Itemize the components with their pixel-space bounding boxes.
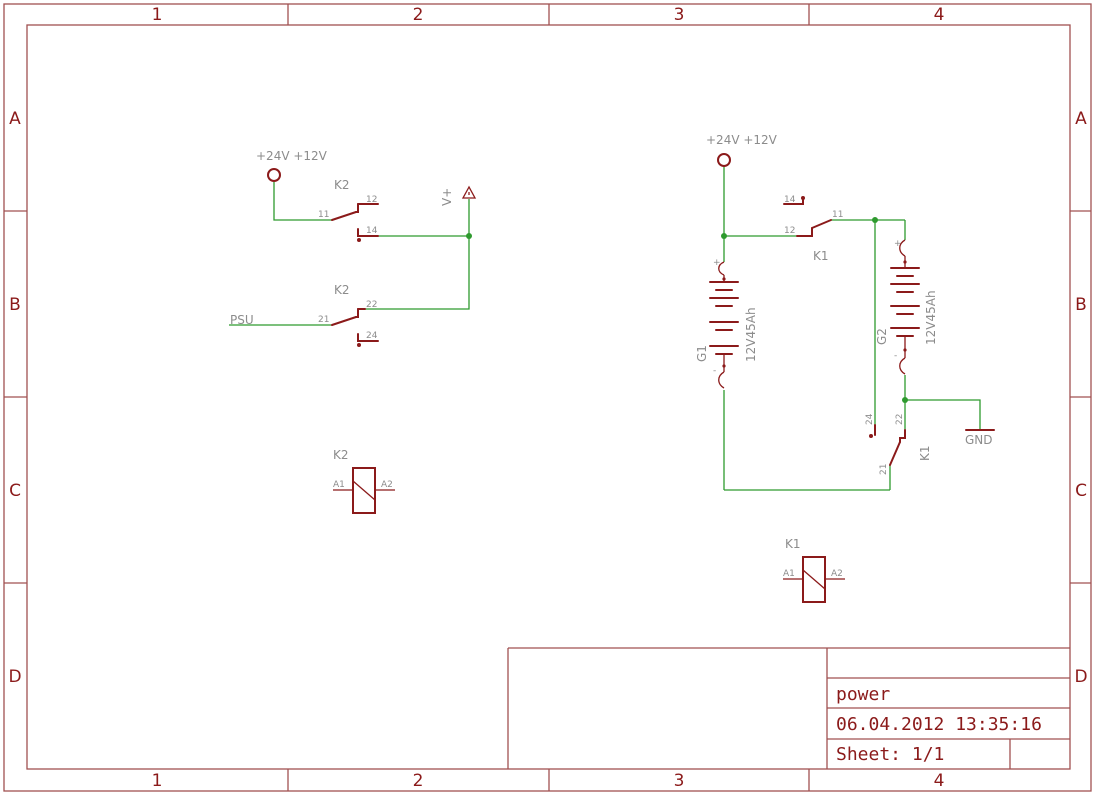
k1-pin-14: 14 [784, 195, 796, 205]
k2-pin-24: 24 [366, 331, 378, 341]
column-label-bottom: 1 [152, 771, 163, 791]
k1-contact-21-22-24 [869, 424, 906, 466]
row-label-right: B [1075, 295, 1087, 315]
row-label-right: D [1074, 667, 1087, 687]
battery-g2-name: G2 [875, 328, 889, 345]
column-label-top: 2 [413, 5, 424, 25]
k1-pin-12: 12 [784, 226, 795, 236]
battery-g1-minus: - [713, 366, 716, 376]
column-label-top: 4 [934, 5, 945, 25]
k1-coil-a1: A1 [783, 569, 795, 579]
k2-pin-11: 11 [318, 210, 329, 220]
k1-pin-24: 24 [865, 413, 875, 425]
k1-contact-11-12-14 [783, 196, 832, 237]
k2-pin-14: 14 [366, 226, 378, 236]
k1-contact2-name: K1 [918, 445, 932, 461]
k1-contact1-name: K1 [813, 249, 829, 263]
k2-pin-12: 12 [366, 195, 377, 205]
sheet-number: Sheet: 1/1 [836, 744, 944, 765]
title-block [507, 647, 1070, 769]
supply-terminal-right [717, 153, 731, 167]
gnd-label: GND [965, 433, 993, 447]
k2-pin-21: 21 [318, 315, 329, 325]
column-label-bottom: 4 [934, 771, 945, 791]
k1-pin-11: 11 [832, 210, 843, 220]
battery-g1-plus: + [713, 258, 721, 268]
row-label-left: C [9, 481, 21, 501]
drawing-frame [3, 3, 1092, 792]
supply-terminal-left [267, 168, 281, 182]
supply-label-left: +24V +12V [256, 149, 328, 163]
column-label-top: 3 [674, 5, 685, 25]
battery-g2-plus: + [894, 239, 902, 249]
column-label-top: 1 [152, 5, 163, 25]
battery-g1-value: 12V45Ah [744, 307, 758, 362]
psu-label: PSU [230, 313, 254, 327]
k2-contact2-name: K2 [334, 283, 350, 297]
vplus-supply-icon [461, 185, 477, 199]
row-label-left: D [8, 667, 21, 687]
battery-g2-value: 12V45Ah [924, 290, 938, 345]
k1-coil [783, 556, 845, 603]
k2-coil-a1: A1 [333, 480, 345, 490]
vplus-label: V+ [440, 188, 454, 206]
battery-g1-icon [709, 261, 739, 389]
k2-contact-11-12-14 [331, 203, 379, 242]
column-label-bottom: 3 [674, 771, 685, 791]
k2-coil-name: K2 [333, 448, 349, 462]
battery-g2-minus: - [894, 351, 897, 361]
k2-coil [333, 467, 395, 514]
column-label-bottom: 2 [413, 771, 424, 791]
k1-coil-name: K1 [785, 537, 801, 551]
drawing-title: power [836, 684, 890, 705]
row-label-left: B [9, 295, 21, 315]
battery-g1-name: G1 [695, 345, 709, 362]
k1-pin-22: 22 [895, 414, 905, 425]
row-label-right: C [1075, 481, 1087, 501]
k1-coil-a2: A2 [831, 569, 843, 579]
battery-g2-icon [890, 239, 920, 375]
k1-pin-21: 21 [879, 464, 889, 475]
left-circuit-wires [229, 182, 472, 326]
k2-pin-22: 22 [366, 300, 377, 310]
k2-coil-a2: A2 [381, 480, 393, 490]
row-label-left: A [9, 109, 21, 129]
row-label-right: A [1075, 109, 1087, 129]
k2-contact1-name: K2 [334, 178, 350, 192]
drawing-datetime: 06.04.2012 13:35:16 [836, 714, 1042, 735]
k2-contact-21-22-24 [331, 308, 379, 347]
right-circuit-wires [721, 166, 981, 491]
supply-label-right: +24V +12V [706, 133, 778, 147]
